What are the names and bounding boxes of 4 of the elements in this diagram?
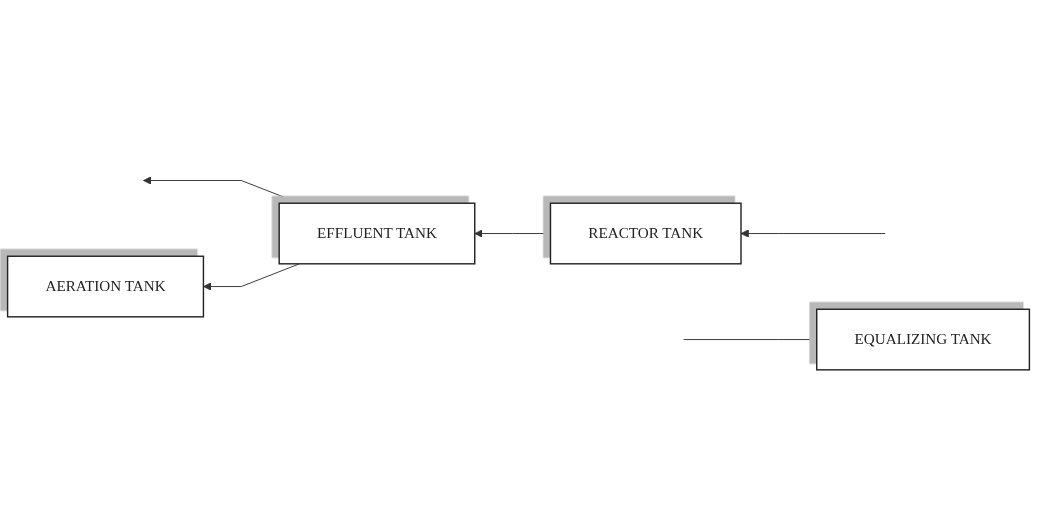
node-box: AERATION TANK: [6, 255, 205, 318]
node-box: EQUALIZING TANK: [816, 308, 1031, 371]
node-box: EFFLUENT TANK: [278, 202, 476, 265]
node-box: REACTOR TANK: [549, 202, 742, 265]
